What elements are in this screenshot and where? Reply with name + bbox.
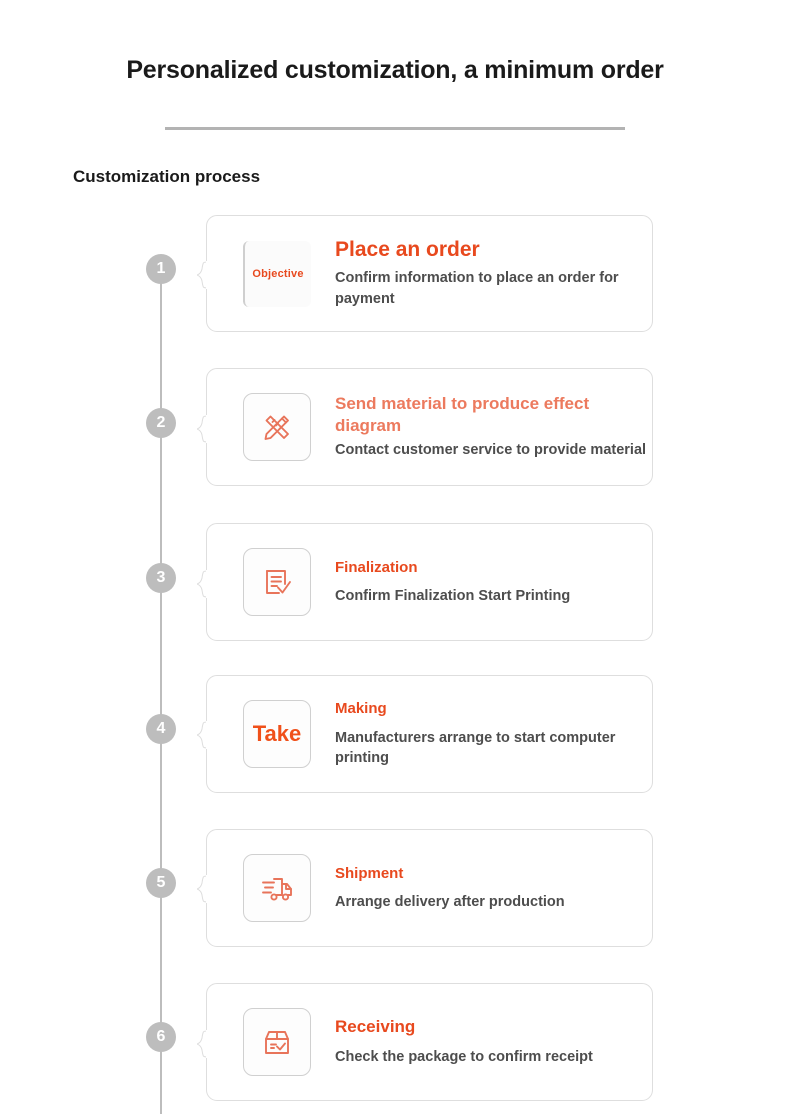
step-card-1[interactable]: Objective Place an order Confirm informa…	[197, 215, 653, 332]
step-card-2[interactable]: Send material to produce effect diagram …	[197, 368, 653, 486]
step-number-badge-4[interactable]: 4	[146, 714, 176, 744]
card-notch-icon	[197, 415, 208, 443]
card-notch-icon	[197, 875, 208, 903]
timeline-spine	[160, 269, 162, 1114]
step-text-6: Receiving Check the package to confirm r…	[335, 1016, 652, 1067]
take-text-icon: Take	[243, 700, 311, 768]
step-heading-6: Receiving	[335, 1017, 416, 1037]
step-text-1: Place an order Confirm information to pl…	[335, 237, 652, 309]
step-description-6: Check the package to confirm receipt	[335, 1049, 593, 1066]
delivery-truck-icon	[243, 854, 311, 922]
page-title: Personalized customization, a minimum or…	[126, 56, 664, 84]
step-number-badge-5[interactable]: 5	[146, 868, 176, 898]
card-notch-icon	[197, 1030, 208, 1058]
step-text-2: Send material to produce effect diagram …	[335, 393, 652, 461]
step-number-badge-2[interactable]: 2	[146, 408, 176, 438]
step-description-5: Arrange delivery after production	[335, 893, 565, 910]
ruler-pencil-icon	[243, 393, 311, 461]
step-text-4: Making Manufacturers arrange to start co…	[335, 699, 652, 768]
title-divider	[165, 127, 625, 130]
objective-text-icon: Objective	[243, 240, 311, 307]
step-heading-5: Shipment	[335, 864, 404, 882]
document-check-icon	[243, 548, 311, 616]
step-text-3: Finalization Confirm Finalization Start …	[335, 558, 652, 607]
step-number-badge-3[interactable]: 3	[146, 563, 176, 593]
step-text-5: Shipment Arrange delivery after producti…	[335, 864, 652, 913]
card-notch-icon	[197, 570, 208, 598]
package-check-icon	[243, 1008, 311, 1076]
step-description-1: Confirm information to place an order fo…	[335, 270, 619, 307]
step-heading-2: Send material to produce effect diagram	[335, 393, 590, 435]
step-heading-3: Finalization	[335, 558, 418, 576]
step-description-4: Manufacturers arrange to start computer …	[335, 729, 616, 767]
step-card-5[interactable]: Shipment Arrange delivery after producti…	[197, 829, 653, 947]
step-description-3: Confirm Finalization Start Printing	[335, 587, 571, 604]
step-card-3[interactable]: Finalization Confirm Finalization Start …	[197, 523, 653, 641]
card-notch-icon	[197, 261, 208, 289]
card-notch-icon	[197, 721, 208, 749]
step-description-2: Contact customer service to provide mate…	[335, 442, 647, 459]
step-heading-4: Making	[335, 700, 387, 718]
step-card-4[interactable]: Take Making Manufacturers arrange to sta…	[197, 675, 653, 793]
step-card-6[interactable]: Receiving Check the package to confirm r…	[197, 983, 653, 1101]
step-number-badge-1[interactable]: 1	[146, 254, 176, 284]
step-heading-1: Place an order	[335, 238, 480, 262]
section-heading: Customization process	[73, 167, 261, 186]
step-number-badge-6[interactable]: 6	[146, 1022, 176, 1052]
